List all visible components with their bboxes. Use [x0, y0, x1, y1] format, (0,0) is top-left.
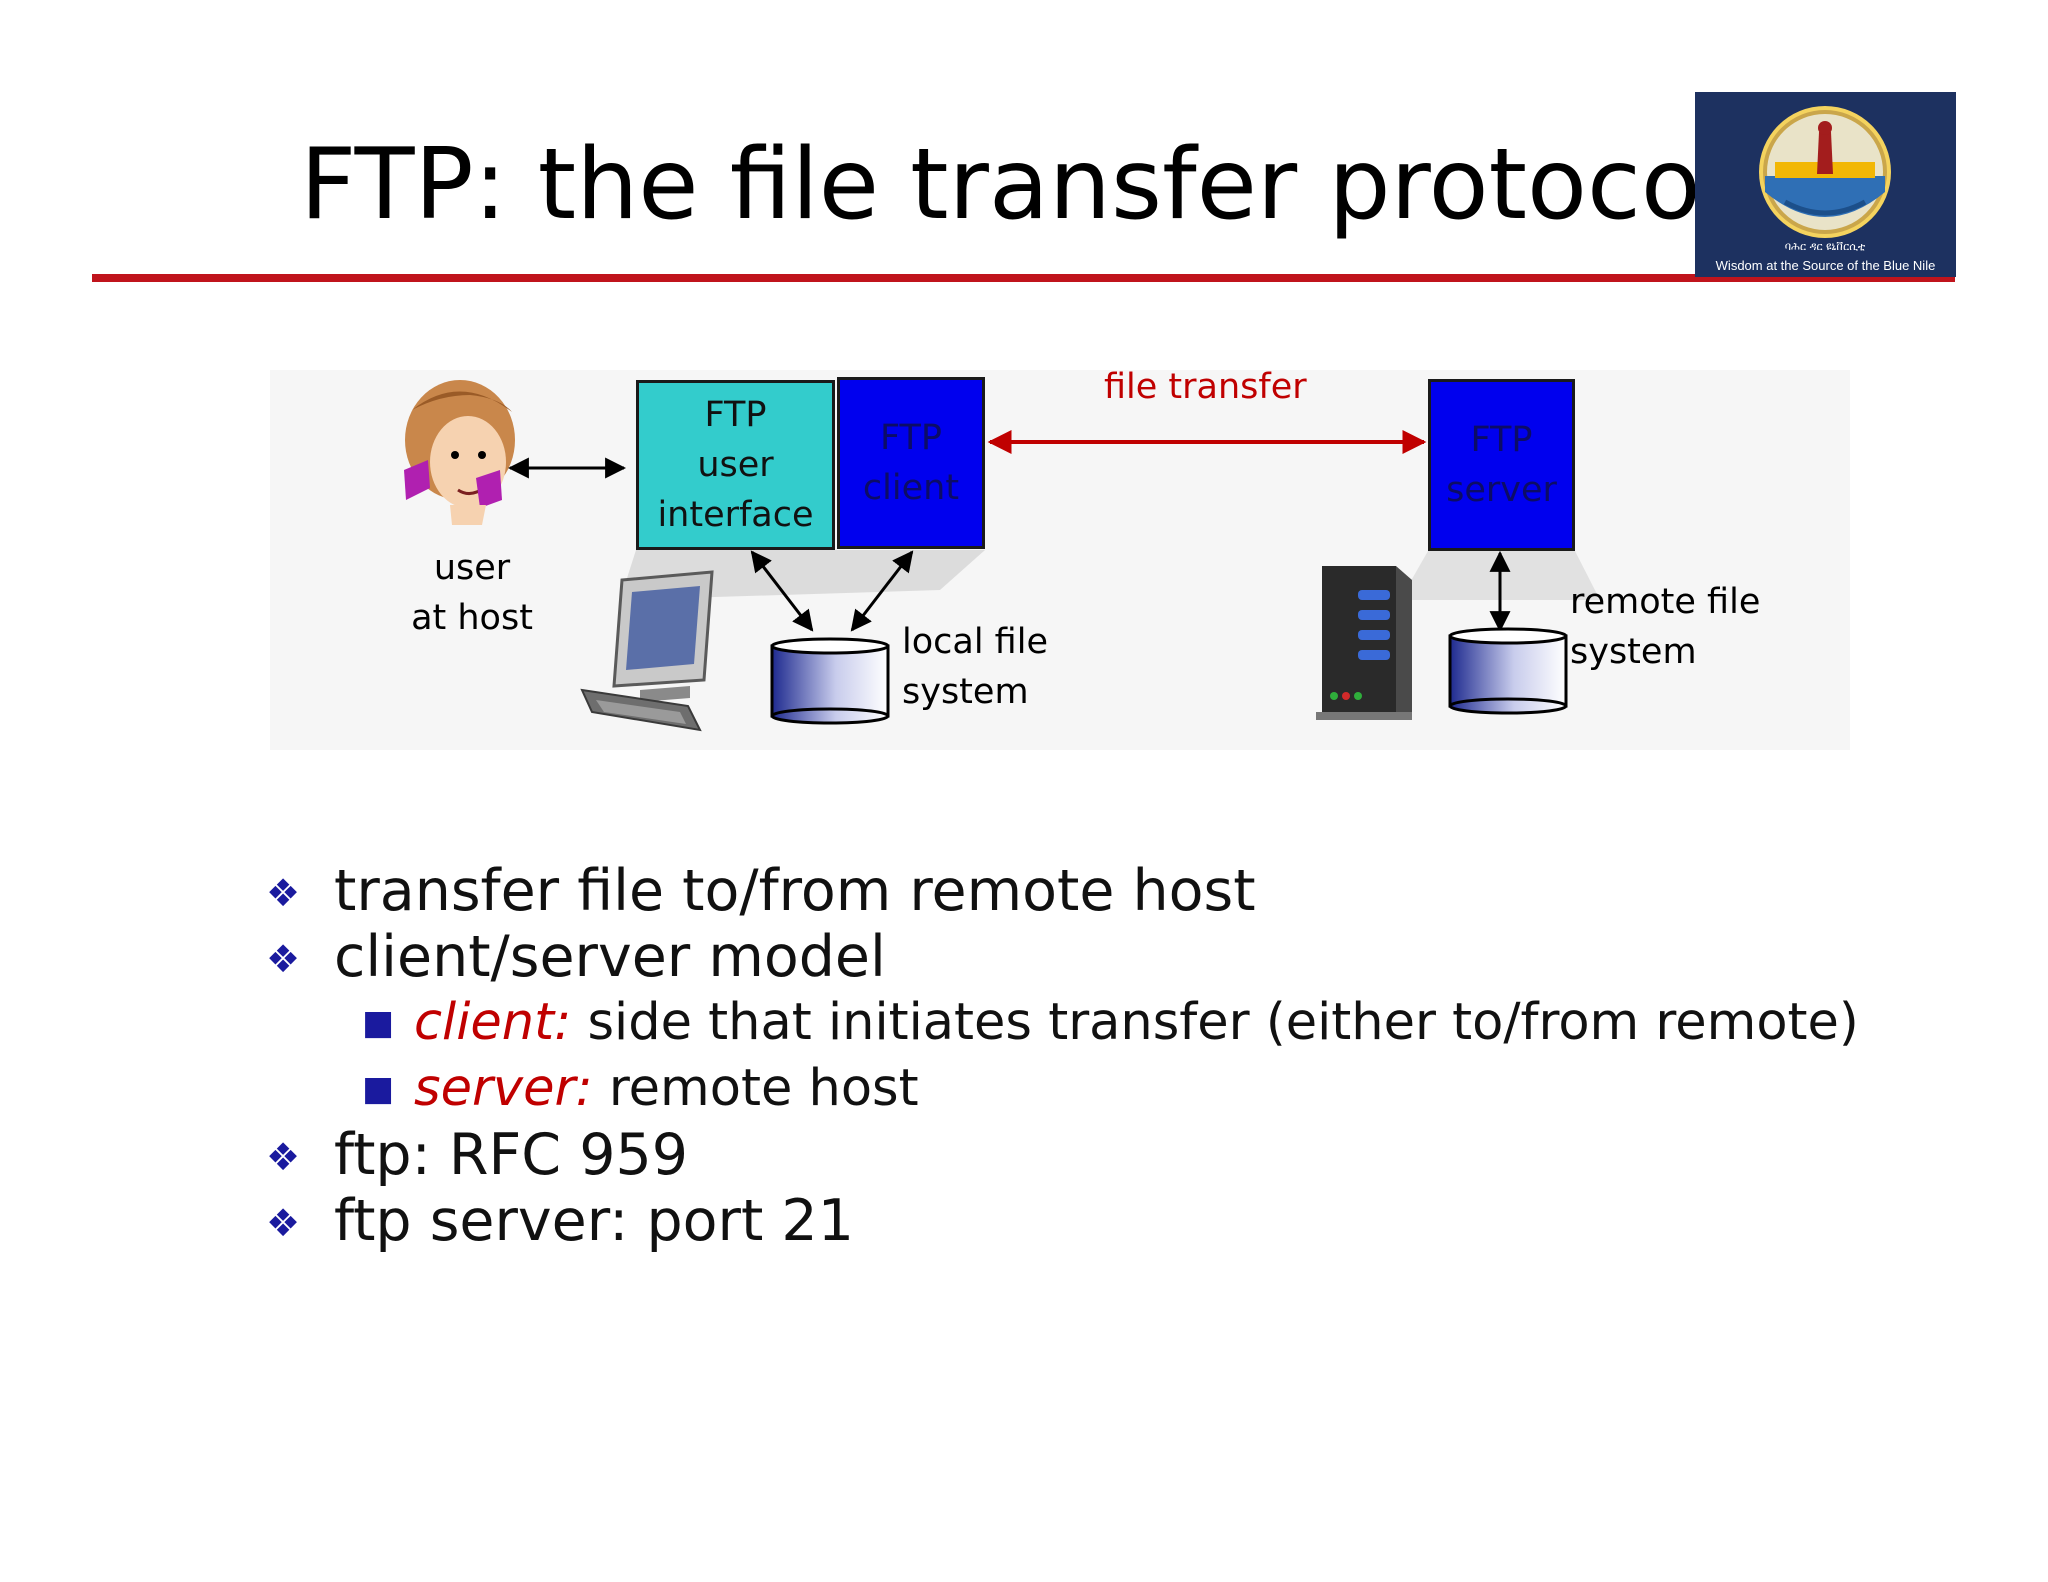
- file-transfer-label: file transfer: [1104, 367, 1307, 407]
- sub-bullet-item: ■ client: side that initiates transfer (…: [266, 990, 1866, 1056]
- slide-title: FTP: the file transfer protocol: [300, 128, 1729, 242]
- diamond-bullet-icon: ❖: [266, 1135, 301, 1179]
- ftp-client-box: FTP client: [837, 377, 985, 549]
- bullet-item: ❖ ftp server: port 21: [266, 1188, 1866, 1254]
- bullet-item: ❖ transfer file to/from remote host: [266, 858, 1866, 924]
- client-fs-arrow: [850, 550, 914, 632]
- user-at-host-label: user at host: [411, 548, 533, 638]
- diamond-bullet-icon: ❖: [266, 937, 301, 981]
- bullet-item: ❖ ftp: RFC 959: [266, 1122, 1866, 1188]
- bullet-text: ftp: RFC 959: [334, 1122, 689, 1188]
- ftp-user-interface-box: FTP user interface: [636, 380, 835, 550]
- bullet-list: ❖ transfer file to/from remote host ❖ cl…: [266, 858, 1866, 1254]
- ui-fs-arrow: [750, 550, 814, 632]
- bullet-text: ftp server: port 21: [334, 1188, 854, 1254]
- svg-text:ባሕር ዳር ዩኒቨርሲቲ: ባሕር ዳር ዩኒቨርሲቲ: [1785, 240, 1866, 253]
- title-rule: [92, 274, 1955, 282]
- local-fs-database-icon: [770, 637, 890, 725]
- remote-file-system-label: remote file system: [1570, 582, 1761, 672]
- square-bullet-icon: ■: [362, 1069, 395, 1109]
- bullet-text: transfer file to/from remote host: [334, 858, 1256, 924]
- local-file-system-label: local file system: [902, 622, 1048, 712]
- logo-emblem: ባሕር ዳር ዩኒቨርሲቲ: [1759, 106, 1891, 253]
- sub-bullet-item: ■ server: remote host: [266, 1056, 1866, 1122]
- bullet-text: client/server model: [334, 924, 886, 990]
- square-bullet-icon: ■: [362, 1003, 395, 1043]
- bullet-item: ❖ client/server model: [266, 924, 1866, 990]
- bullet-term: client:: [414, 993, 572, 1052]
- diamond-bullet-icon: ❖: [266, 871, 301, 915]
- diamond-bullet-icon: ❖: [266, 1201, 301, 1245]
- user-avatar-icon: [404, 380, 515, 525]
- university-logo: ባሕር ዳር ዩኒቨርሲቲ Wisdom at the Source of th…: [1695, 92, 1956, 277]
- bullet-text: remote host: [592, 1059, 919, 1118]
- server-tower-icon: [1316, 566, 1412, 720]
- bullet-term: server:: [414, 1059, 593, 1118]
- logo-caption: Wisdom at the Source of the Blue Nile: [1715, 258, 1936, 273]
- ftp-server-box: FTP server: [1428, 379, 1575, 551]
- desktop-computer-icon: [580, 570, 714, 732]
- remote-fs-database-icon: [1448, 627, 1568, 715]
- bullet-text: side that initiates transfer (either to/…: [571, 993, 1859, 1052]
